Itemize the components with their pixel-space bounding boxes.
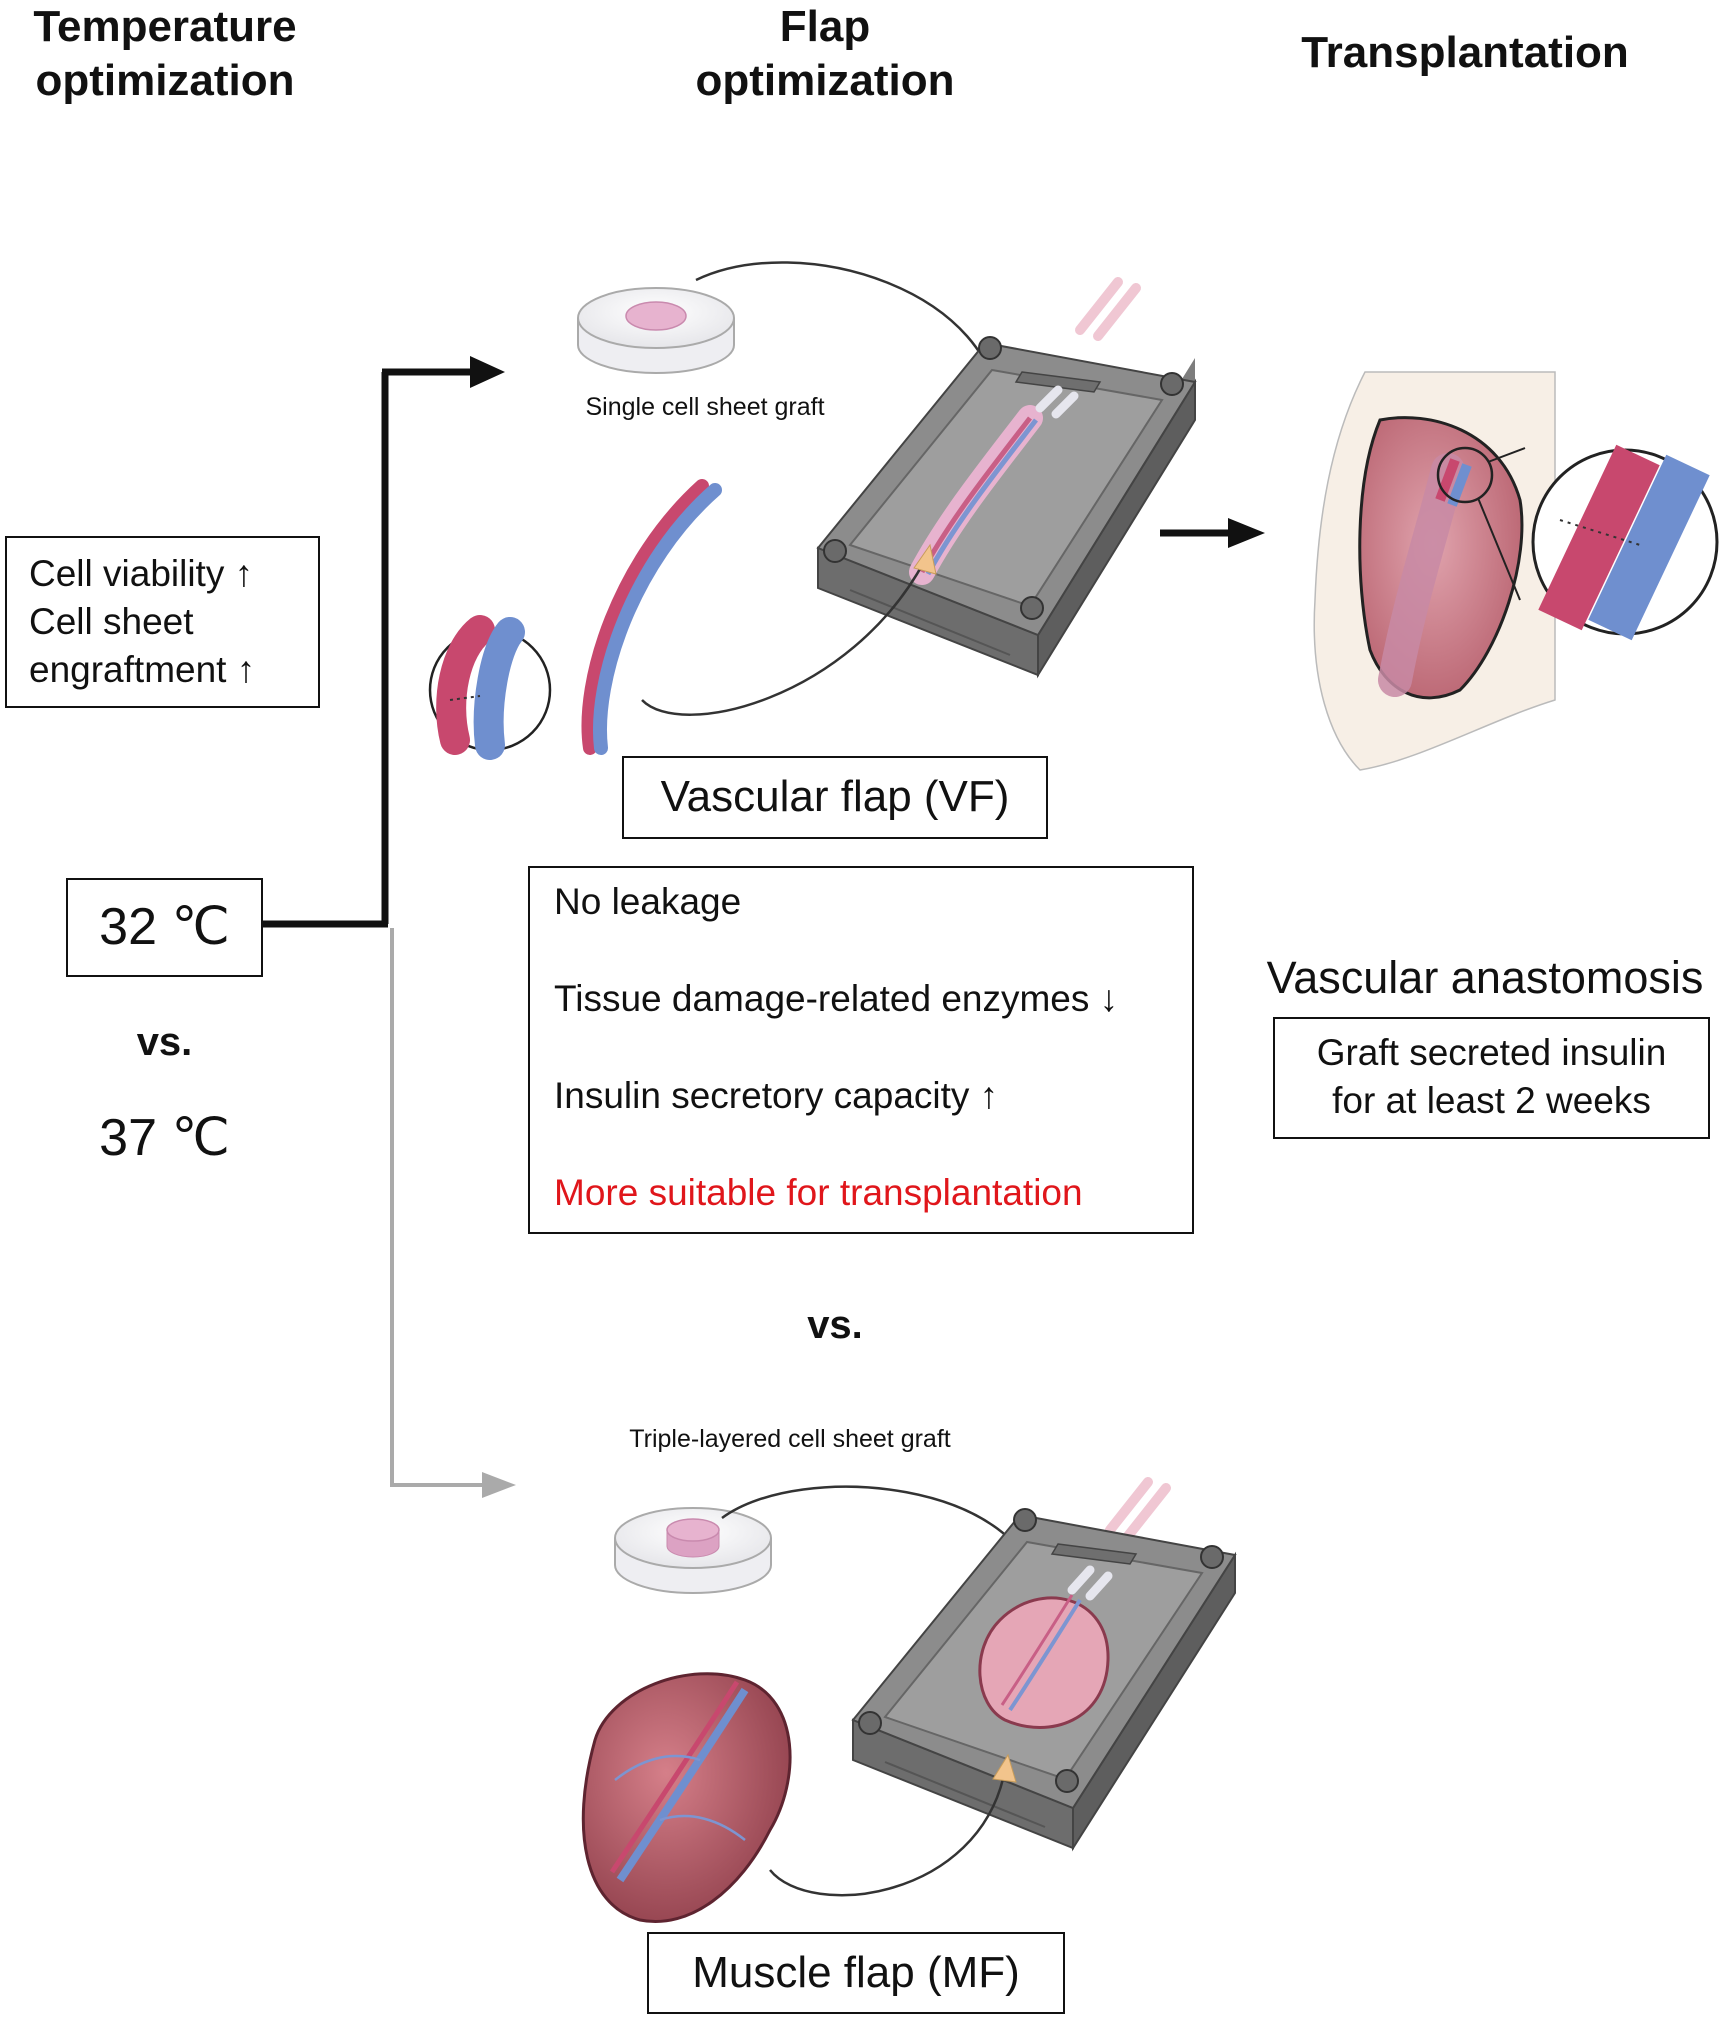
transplantation-illustration <box>1313 371 1719 771</box>
temp-32-text: 32 ℃ <box>99 898 230 956</box>
finding-no-leakage: No leakage <box>554 881 742 922</box>
vascular-flap-vessel <box>581 479 722 755</box>
temp-37-text: 37 ℃ <box>99 1109 230 1167</box>
petri-dish-triple-sheet <box>614 1507 772 1594</box>
temp-37-label: 37 ℃ <box>66 1108 263 1168</box>
effect-cell-sheet: Cell sheet <box>29 601 194 642</box>
header-transplantation-text: Transplantation <box>1301 28 1629 77</box>
triple-graft-text: Triple-layered cell sheet graft <box>629 1425 951 1453</box>
muscle-flap-illustration <box>581 1672 792 1923</box>
temperature-vs: vs. <box>66 1020 263 1065</box>
header-temperature-optimization: Temperature optimization <box>10 0 320 108</box>
petri-dish-single-sheet <box>577 287 735 374</box>
arrow-head-to-mf <box>482 1472 516 1498</box>
finding-tissue-damage: Tissue damage-related enzymes ↓ <box>554 978 1119 1019</box>
comparison-vs-text: vs. <box>807 1303 863 1347</box>
header-flap-optimization: Flap optimization <box>680 0 970 108</box>
perfusion-device-mf <box>851 1477 1237 1852</box>
perfusion-device-vf <box>816 277 1197 679</box>
cell-sheet-icon <box>625 301 687 331</box>
single-graft-text: Single cell sheet graft <box>585 393 825 421</box>
curved-arrow-vessel-to-device <box>641 559 927 716</box>
branch-connector-grey <box>390 928 516 1498</box>
temperature-vs-text: vs. <box>136 1020 193 1064</box>
result-line-2: for at least 2 weeks <box>1332 1080 1651 1121</box>
graft-insulin-result-box: Graft secreted insulin for at least 2 we… <box>1273 1017 1710 1139</box>
vascular-anastomosis-label: Vascular anastomosis <box>1250 951 1720 1005</box>
header-transplantation: Transplantation <box>1270 26 1660 80</box>
comparison-vs: vs. <box>740 1303 930 1348</box>
branch-connector-black <box>262 356 505 928</box>
effect-cell-viability: Cell viability ↑ <box>29 553 254 594</box>
header-temperature-text: Temperature optimization <box>33 2 297 105</box>
result-line-1: Graft secreted insulin <box>1316 1032 1667 1073</box>
muscle-flap-label-box: Muscle flap (MF) <box>647 1932 1065 2014</box>
temp-32-box: 32 ℃ <box>66 878 263 977</box>
vascular-flap-label-box: Vascular flap (VF) <box>622 756 1048 839</box>
arrow-to-transplantation <box>1160 518 1265 548</box>
vascular-anastomosis-text: Vascular anastomosis <box>1266 952 1704 1003</box>
effect-engraftment: engraftment ↑ <box>29 649 256 690</box>
temperature-effects-box: Cell viability ↑ Cell sheet engraftment … <box>5 536 320 708</box>
finding-more-suitable: More suitable for transplantation <box>554 1172 1083 1213</box>
finding-insulin-capacity: Insulin secretory capacity ↑ <box>554 1075 999 1116</box>
header-flap-text: Flap optimization <box>695 2 955 105</box>
muscle-flap-label: Muscle flap (MF) <box>692 1948 1020 1997</box>
curved-arrow-muscle-to-device <box>769 1769 1007 1897</box>
triple-sheet-icon <box>666 1518 720 1542</box>
vascular-flap-label: Vascular flap (VF) <box>660 772 1010 821</box>
arrow-head-to-vf <box>470 356 505 388</box>
triple-layered-graft-label: Triple-layered cell sheet graft <box>600 1425 980 1454</box>
vf-findings-box: No leakage Tissue damage-related enzymes… <box>528 866 1194 1234</box>
zoom-circle-vf-anastomosis <box>428 615 552 760</box>
single-cell-sheet-graft-label: Single cell sheet graft <box>560 393 850 422</box>
